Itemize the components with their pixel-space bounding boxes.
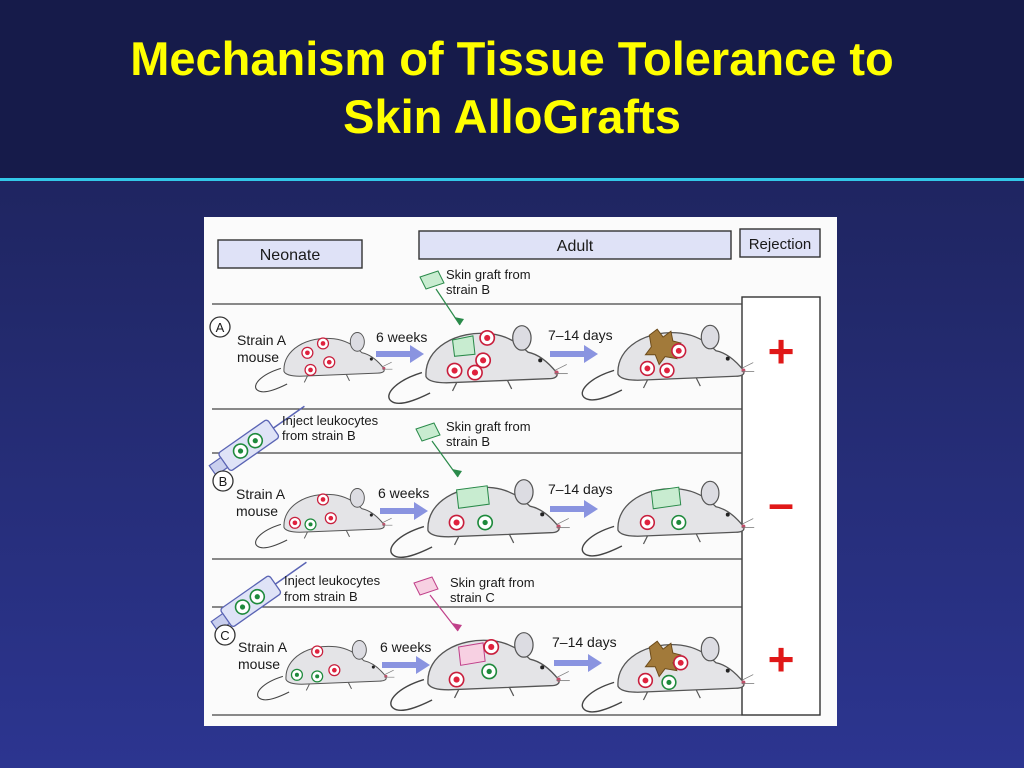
rejection-column	[741, 296, 821, 716]
row-b-mouse-label-1: Strain A	[236, 486, 286, 502]
title-bar	[0, 0, 1024, 178]
row-a-result: +	[768, 325, 795, 377]
row-b: Inject leukocytes from strain B B Strain…	[205, 396, 794, 559]
row-a-arrow-2	[550, 345, 598, 363]
row-a-adult-mouse	[388, 324, 569, 405]
row-b-note-1: Skin graft from	[446, 419, 531, 434]
row-b-note-2: strain B	[446, 434, 490, 449]
row-b-interval-1: 6 weeks	[378, 485, 429, 501]
row-b-mouse-label-2: mouse	[236, 503, 278, 519]
row-c-result: +	[768, 633, 795, 685]
row-b-adult-mouse	[390, 478, 571, 559]
row-a: A Strain A mouse 6 weeks Skin graft from…	[209, 267, 795, 405]
row-b-graft-icon	[415, 422, 441, 442]
row-c-inject-1: Inject leukocytes	[284, 573, 381, 588]
row-a-note-1: Skin graft from	[446, 267, 531, 282]
row-c-mouse-label-1: Strain A	[238, 639, 288, 655]
slide-title: Mechanism of Tissue Tolerance to Skin Al…	[0, 30, 1024, 146]
row-c-arrow-2	[554, 654, 602, 672]
row-c-interval-2: 7–14 days	[552, 634, 617, 650]
row-c-rejected-mouse	[581, 636, 755, 713]
header-neonate-label: Neonate	[260, 247, 321, 264]
row-c-note-2: strain C	[450, 590, 495, 605]
row-b-inject-2: from strain B	[282, 428, 356, 443]
header-rejection-label: Rejection	[749, 236, 812, 253]
row-a-letter: A	[216, 320, 225, 335]
header-neonate: Neonate	[217, 239, 363, 269]
row-a-note-2: strain B	[446, 282, 490, 297]
row-b-interval-2: 7–14 days	[548, 481, 613, 497]
header-rejection: Rejection	[739, 228, 821, 258]
row-c-graft-icon	[413, 576, 439, 596]
row-c-note-1: Skin graft from	[450, 575, 535, 590]
title-divider	[0, 178, 1024, 181]
row-c-inject-2: from strain B	[284, 589, 358, 604]
tolerance-diagram: Neonate Adult Rejection A Strain A mouse…	[204, 217, 837, 726]
row-a-rejected-mouse	[581, 324, 755, 401]
slide-title-line-1: Mechanism of Tissue Tolerance to	[130, 32, 894, 85]
row-b-result: –	[768, 477, 794, 529]
row-a-interval-1: 6 weeks	[376, 329, 427, 345]
row-c-mouse-label-2: mouse	[238, 656, 280, 672]
slide-title-line-2: Skin AlloGrafts	[343, 90, 681, 143]
header-adult: Adult	[418, 230, 732, 260]
row-a-mouse-label-2: mouse	[237, 349, 279, 365]
row-c-letter: C	[220, 628, 229, 643]
row-c-arrow-1	[382, 656, 430, 674]
row-b-arrow-2	[550, 500, 598, 518]
row-a-mouse-label-1: Strain A	[237, 332, 287, 348]
row-b-arrow-1	[380, 502, 428, 520]
row-c-interval-1: 6 weeks	[380, 639, 431, 655]
row-a-arrow-1	[376, 345, 424, 363]
row-b-inject-1: Inject leukocytes	[282, 413, 379, 428]
row-b-letter: B	[219, 474, 228, 489]
row-b-accepted-mouse	[581, 480, 755, 557]
header-adult-label: Adult	[557, 238, 594, 255]
row-a-interval-2: 7–14 days	[548, 327, 613, 343]
row-c-adult-mouse	[390, 631, 571, 712]
row-a-graft-icon	[419, 270, 445, 290]
row-c: Inject leukocytes from strain B C Strain…	[207, 552, 795, 713]
